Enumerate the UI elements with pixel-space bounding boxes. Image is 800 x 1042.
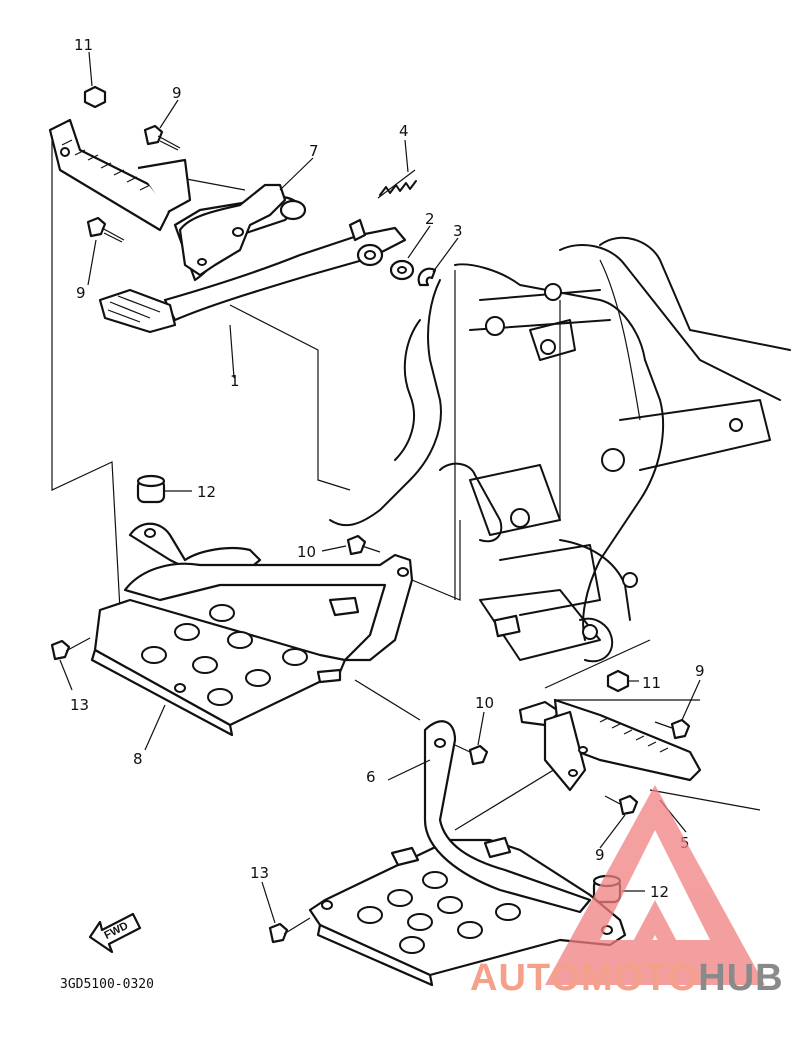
callout-leaders — [59, 51, 701, 924]
right-footrest-bracket — [518, 698, 702, 792]
callout-1: 1 — [230, 372, 240, 390]
callout-9-left: 9 — [76, 284, 86, 302]
callout-9-top: 9 — [172, 84, 182, 102]
automotohub-watermark-logo — [545, 785, 765, 985]
callout-11-right: 11 — [642, 674, 661, 692]
callout-3: 3 — [453, 222, 463, 240]
forward-direction-arrow: FWD — [88, 912, 142, 954]
callout-8: 8 — [133, 750, 143, 768]
callout-13-left: 13 — [70, 696, 89, 714]
pivot-bracket — [178, 183, 307, 277]
callout-11-top: 11 — [74, 36, 93, 54]
callout-13-lower: 13 — [250, 864, 269, 882]
callout-12-lower: 12 — [650, 883, 669, 901]
callout-10-mid: 10 — [297, 543, 316, 561]
callout-2: 2 — [425, 210, 435, 228]
drawing-code: 3GD5100-0320 — [60, 977, 154, 992]
small-hardware-top — [377, 169, 437, 287]
callout-12-top: 12 — [197, 483, 216, 501]
callout-9-lower: 9 — [595, 846, 605, 864]
callout-4: 4 — [399, 122, 409, 140]
callout-6: 6 — [366, 768, 376, 786]
fasteners — [50, 85, 691, 944]
callout-10-lower: 10 — [475, 694, 494, 712]
left-skid-plate — [90, 522, 414, 737]
watermark-text: AUTOMOTOHUB — [470, 957, 784, 999]
frame-outline — [329, 236, 791, 663]
callout-7: 7 — [309, 142, 319, 160]
callout-9-right: 9 — [695, 662, 705, 680]
callout-numbers: 11 9 4 7 2 3 9 1 12 10 13 8 11 9 10 6 5 … — [70, 36, 705, 901]
assembly-guide-lines — [51, 140, 761, 831]
left-footrest-bracket — [48, 118, 192, 232]
right-skid-plate — [308, 720, 627, 987]
